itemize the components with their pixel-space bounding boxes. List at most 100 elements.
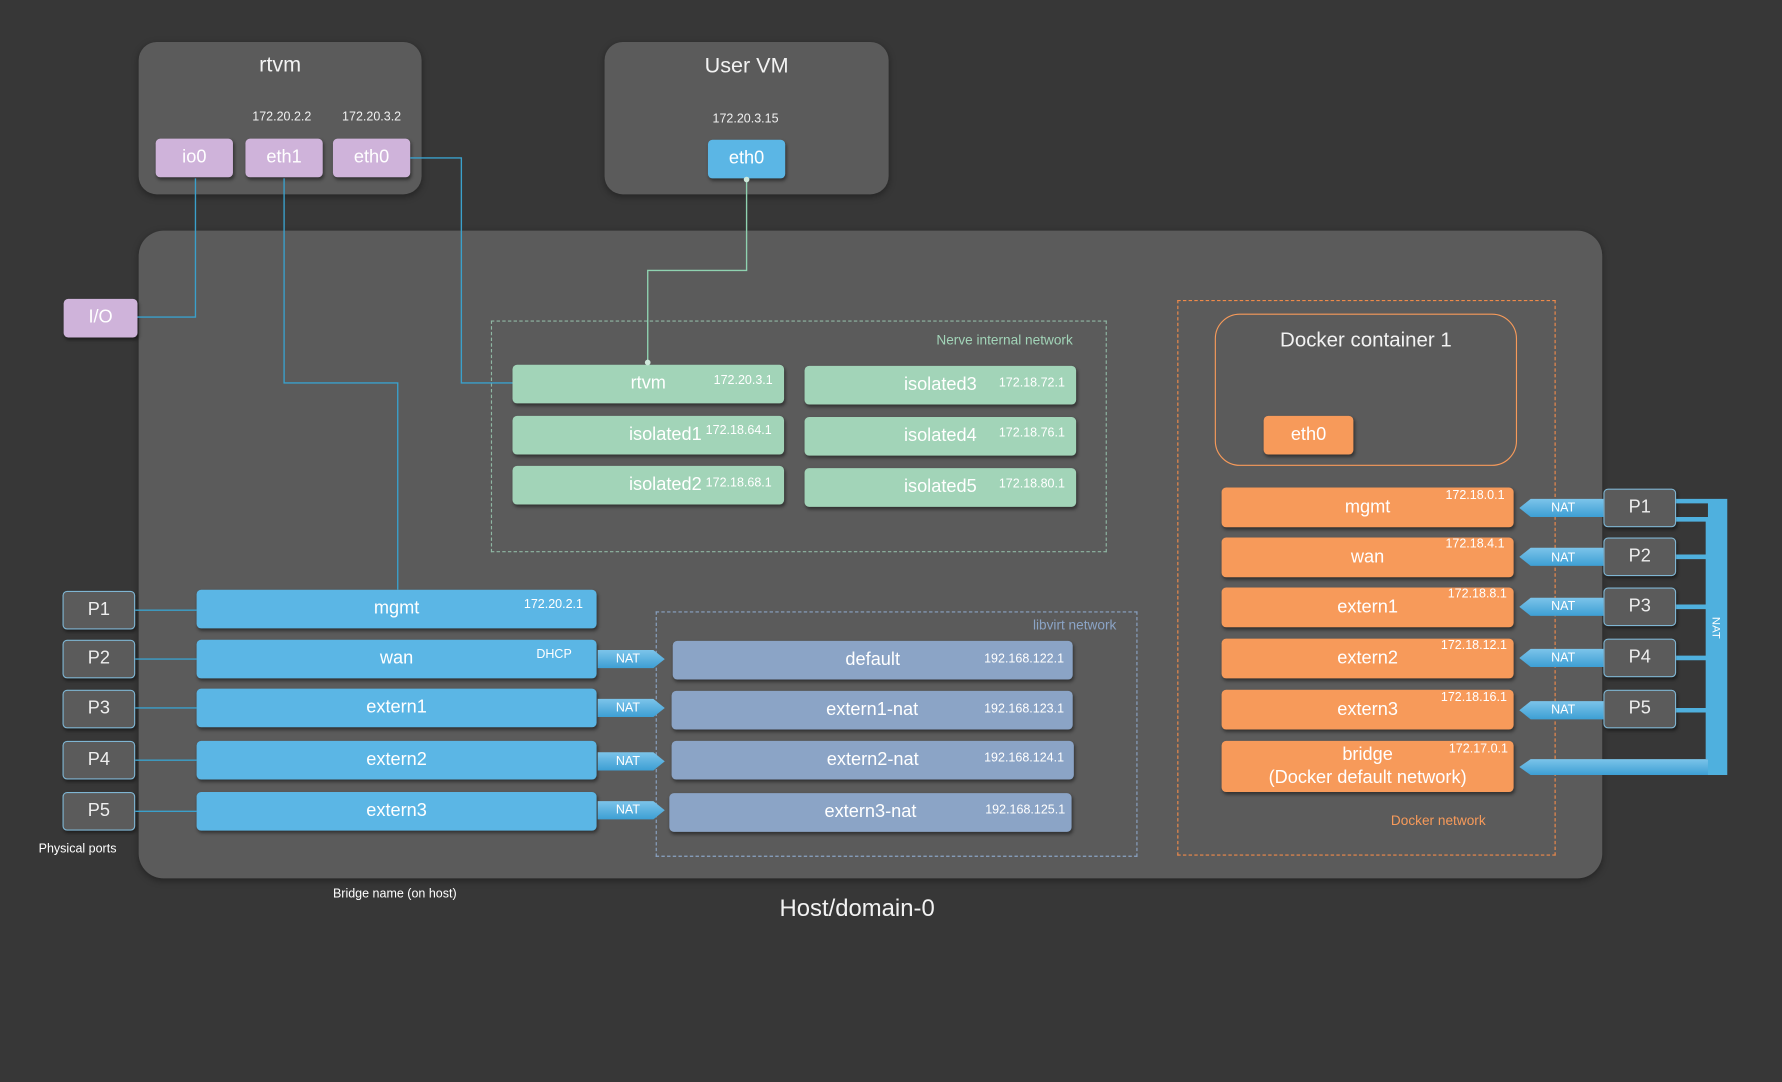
- docker-network-ip: 172.18.0.1: [1445, 488, 1505, 503]
- nerve-bridge-name: isolated1: [628, 424, 702, 445]
- nerve-bridge-name: isolated3: [903, 374, 977, 395]
- rtvm-eth1-interface[interactable]: eth1: [245, 138, 323, 178]
- physical-port-p3[interactable]: P3: [62, 689, 136, 729]
- libvirt-network-ip: 192.168.124.1: [984, 751, 1065, 765]
- host-bridge-extern3[interactable]: extern3: [196, 792, 597, 831]
- docker-network-ip: 172.18.8.1: [1447, 587, 1507, 602]
- nat-label: NAT: [615, 701, 640, 715]
- host-bridge-wan[interactable]: wan: [196, 639, 597, 679]
- libvirt-network-default[interactable]: default: [672, 640, 1073, 680]
- docker-network-extern1[interactable]: extern1: [1221, 587, 1514, 628]
- host-bridge-ip: DHCP: [536, 647, 572, 662]
- user-vm-eth0-ip: 172.20.3.15: [712, 112, 779, 127]
- nat-arrow: [597, 649, 665, 669]
- nat-arrow: [597, 801, 665, 820]
- nat-label: NAT: [615, 754, 640, 769]
- nat-arrow: [1519, 759, 1725, 775]
- libvirt-network-extern2-nat[interactable]: extern2-nat: [671, 740, 1074, 780]
- nat-label: NAT: [1551, 703, 1576, 718]
- host-bridge-name: mgmt: [373, 598, 420, 619]
- nerve-bridge-ip: 172.18.64.1: [705, 423, 772, 438]
- docker-network-extern3[interactable]: extern3: [1221, 689, 1514, 730]
- bridges-caption: Bridge name (on host): [332, 887, 457, 902]
- docker-network-mgmt[interactable]: mgmt: [1221, 487, 1514, 528]
- libvirt-network-extern3-nat[interactable]: extern3-nat: [669, 793, 1072, 832]
- docker-network-title: Docker network: [1390, 812, 1486, 829]
- libvirt-network-ip: 192.168.125.1: [985, 803, 1066, 818]
- docker-network-ip: 172.18.4.1: [1445, 537, 1505, 552]
- nerve-bridge-ip: 172.18.72.1: [998, 376, 1065, 390]
- libvirt-network-frame: [655, 611, 1138, 857]
- physical-port-p1[interactable]: P1: [62, 590, 136, 630]
- nerve-bridge-isolated3[interactable]: isolated3: [804, 365, 1077, 405]
- nerve-bridge-name: isolated2: [628, 474, 702, 495]
- host-bridge-mgmt[interactable]: mgmt: [196, 589, 597, 629]
- nerve-bridge-isolated5[interactable]: isolated5: [804, 468, 1077, 507]
- nerve-bridge-ip: 172.18.68.1: [705, 476, 772, 490]
- nerve-bridge-isolated2[interactable]: isolated2: [512, 465, 785, 505]
- rtvm-io0-interface[interactable]: io0: [155, 138, 233, 178]
- nerve-bridge-name: isolated5: [903, 477, 977, 497]
- nerve-bridge-isolated4[interactable]: isolated4: [804, 417, 1077, 456]
- nat-arrow: [597, 698, 665, 718]
- libvirt-network-title: libvirt network: [1032, 617, 1117, 633]
- rtvm-eth1-ip: 172.20.2.2: [252, 110, 312, 124]
- docker-network-name: extern1: [1337, 597, 1398, 617]
- docker-port-p1[interactable]: P1: [1603, 488, 1677, 528]
- docker-port-p4[interactable]: P4: [1603, 638, 1677, 678]
- docker-network-wan[interactable]: wan: [1221, 537, 1514, 578]
- nat-label: NAT: [1551, 551, 1576, 565]
- wire-eth1-to-mgmt: [283, 178, 399, 590]
- docker-port-p5[interactable]: P5: [1603, 689, 1677, 729]
- host-title: Host/domain-0: [779, 895, 935, 922]
- libvirt-network-extern1-nat[interactable]: extern1-nat: [671, 690, 1073, 730]
- nat-label: NAT: [1551, 651, 1576, 665]
- nerve-bridge-ip: 172.18.80.1: [998, 477, 1065, 491]
- user-vm-title: User VM: [704, 54, 789, 79]
- physical-port-p4[interactable]: P4: [62, 740, 136, 780]
- docker-network-frame: [1177, 299, 1556, 856]
- nat-arrow: [1519, 701, 1604, 720]
- docker-port-p3[interactable]: P3: [1603, 587, 1677, 627]
- nerve-bridge-name: isolated4: [903, 426, 977, 446]
- nat-label: NAT: [1551, 599, 1576, 614]
- nat-arrows-left: [597, 649, 665, 820]
- docker-container-title: Docker container 1: [1280, 328, 1452, 352]
- wire-dot: [743, 176, 750, 183]
- docker-network-ip: 172.17.0.1: [1448, 742, 1508, 756]
- physical-port-p5[interactable]: P5: [62, 792, 136, 831]
- libvirt-network-ip: 192.168.123.1: [984, 702, 1065, 716]
- host-bridge-extern1[interactable]: extern1: [196, 688, 597, 728]
- nerve-bridge-isolated1[interactable]: isolated1: [512, 415, 785, 455]
- libvirt-network-name: extern2-nat: [826, 749, 919, 770]
- docker-network-ip: 172.18.12.1: [1440, 638, 1507, 653]
- docker-network-extern2[interactable]: extern2: [1221, 638, 1514, 679]
- nat-arrow: [1519, 648, 1604, 668]
- wire-io0-to-io: [137, 178, 197, 318]
- docker-network-bridge[interactable]: bridge (Docker default network): [1221, 740, 1514, 793]
- host-bridge-extern2[interactable]: extern2: [196, 740, 597, 780]
- user-vm-eth0-interface[interactable]: eth0: [707, 139, 786, 179]
- nat-label: NAT: [615, 652, 640, 666]
- nat-label: NAT: [1551, 501, 1576, 515]
- wire-dot: [644, 359, 651, 366]
- wire-uservm-to-nerve: [647, 178, 748, 365]
- connection-lines: [135, 157, 1728, 820]
- nerve-bridge-rtvm[interactable]: rtvm: [512, 364, 785, 404]
- docker-port-p2[interactable]: P2: [1603, 537, 1677, 577]
- libvirt-network-ip: 192.168.122.1: [984, 652, 1065, 666]
- docker-container-eth0[interactable]: eth0: [1263, 415, 1354, 455]
- io-port[interactable]: I/O: [63, 298, 138, 338]
- host-bridge-name: extern2: [366, 749, 427, 770]
- physical-port-p2[interactable]: P2: [62, 639, 136, 679]
- rtvm-eth0-interface[interactable]: eth0: [332, 138, 411, 178]
- nerve-bridge-ip: 172.20.3.1: [713, 373, 773, 388]
- libvirt-network-name: extern1-nat: [826, 699, 919, 720]
- docker-network-name: extern3: [1337, 699, 1398, 719]
- nat-arrow: [1519, 498, 1604, 518]
- physical-ports-caption: Physical ports: [38, 842, 117, 856]
- nat-arrow: [597, 752, 665, 771]
- libvirt-network-name: extern3-nat: [824, 802, 917, 822]
- docker-network-name: mgmt: [1344, 497, 1391, 517]
